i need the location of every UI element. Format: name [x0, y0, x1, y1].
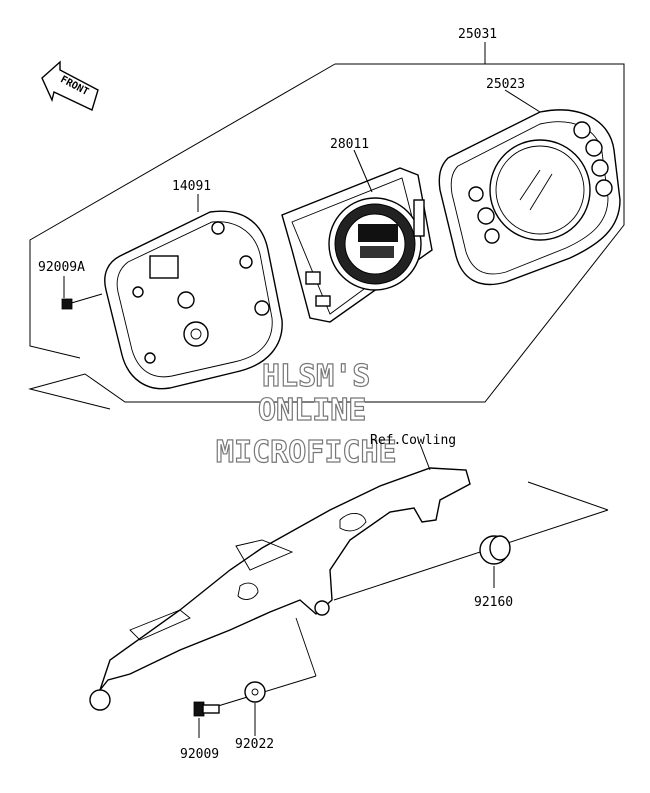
- label-92160: 92160: [474, 595, 513, 610]
- bolt-92009-icon: [193, 675, 317, 738]
- front-arrow-icon: FRONT: [41, 60, 99, 111]
- meter-unit: [281, 167, 433, 323]
- label-14091: 14091: [172, 179, 211, 194]
- label-ref-cowling: Ref.Cowling: [370, 433, 456, 448]
- watermark: HLSM'S ONLINE MICROFICHE: [215, 358, 397, 470]
- label-92022: 92022: [235, 737, 274, 752]
- ref-cowling-leader: [419, 443, 431, 471]
- watermark-line-3: MICROFICHE: [216, 435, 397, 470]
- washer-92022-icon: [244, 681, 266, 736]
- watermark-line-1: HLSM'S: [262, 359, 370, 394]
- label-92009A: 92009A: [38, 260, 85, 275]
- leader-lines-upper: [197, 89, 541, 212]
- grommet-92160-icon: [333, 481, 609, 601]
- label-25023: 25023: [486, 77, 525, 92]
- label-92009: 92009: [180, 747, 219, 762]
- meter-assembly-outline: [28, 63, 625, 410]
- meter-case: [104, 210, 283, 390]
- meter-cover: [438, 109, 621, 286]
- label-28011: 28011: [330, 137, 369, 152]
- meter-stay-bracket: [89, 467, 471, 711]
- screw-92009A-icon: [61, 293, 103, 310]
- label-25031: 25031: [458, 27, 497, 42]
- watermark-line-2: ONLINE: [258, 393, 366, 428]
